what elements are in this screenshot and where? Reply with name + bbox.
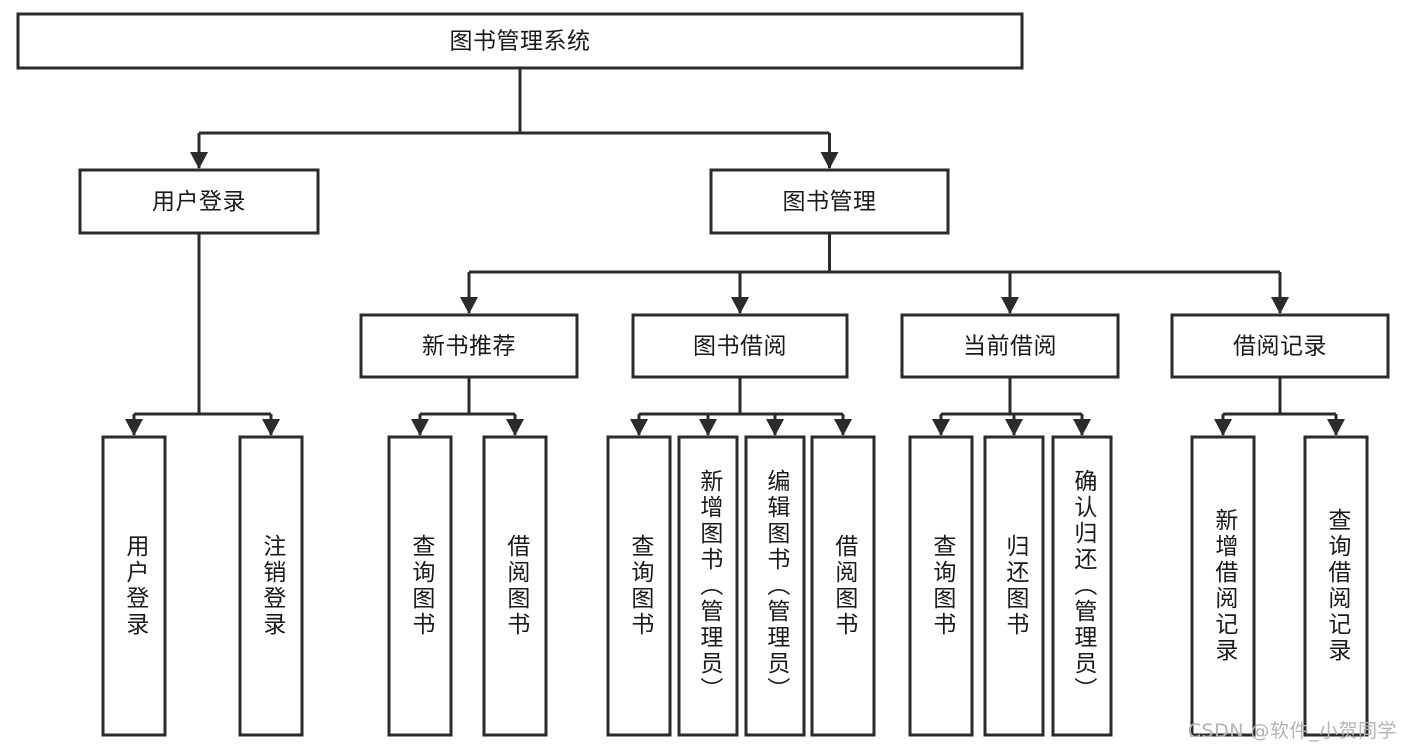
arrow-head-icon — [932, 419, 950, 436]
leaf-box-4[interactable] — [606, 435, 672, 737]
leaf-box-7[interactable] — [810, 435, 876, 737]
arrow-head-icon — [699, 419, 717, 436]
arrow-head-icon — [1001, 297, 1019, 314]
arrow-head-icon — [460, 297, 478, 314]
node-label-level3-1: 图书借阅 — [693, 334, 787, 360]
node-box-level2-0[interactable] — [78, 168, 320, 235]
arrow-head-icon — [1005, 419, 1023, 436]
node-box-level2-1[interactable] — [709, 168, 950, 235]
node-label-level2-0: 用户登录 — [152, 189, 246, 215]
arrow-head-icon — [834, 419, 852, 436]
node-box-level3-2[interactable] — [900, 313, 1120, 379]
arrow-head-icon — [766, 419, 784, 436]
arrow-head-icon — [1327, 419, 1345, 436]
watermark-text: CSDN @软件_小贺同学 — [1187, 720, 1397, 742]
arrow-head-icon — [1073, 419, 1091, 436]
node-label-level2-1: 图书管理 — [783, 189, 877, 215]
connector-lines-group — [125, 68, 1345, 436]
arrow-head-icon — [1214, 419, 1232, 436]
node-label-root: 图书管理系统 — [450, 29, 591, 55]
leaf-box-12[interactable] — [1303, 435, 1369, 737]
leaf-box-1[interactable] — [238, 435, 304, 737]
node-label-level3-2: 当前借阅 — [963, 334, 1057, 360]
leaf-box-2[interactable] — [387, 435, 453, 737]
node-box-level3-3[interactable] — [1170, 313, 1390, 379]
leaf-box-0[interactable] — [101, 435, 167, 737]
arrow-head-icon — [820, 152, 839, 169]
leaf-box-10[interactable] — [1051, 435, 1113, 737]
node-boxes-group — [16, 12, 1390, 737]
leaf-box-8[interactable] — [908, 435, 974, 737]
node-box-root[interactable] — [16, 12, 1024, 70]
arrow-head-icon — [411, 419, 429, 436]
arrow-head-icon — [630, 419, 648, 436]
node-box-level3-0[interactable] — [359, 313, 579, 379]
arrow-head-icon — [731, 297, 749, 314]
leaf-box-3[interactable] — [482, 435, 548, 737]
leaf-box-5[interactable] — [677, 435, 739, 737]
leaf-box-11[interactable] — [1190, 435, 1256, 737]
node-label-level3-0: 新书推荐 — [422, 334, 516, 360]
leaf-box-6[interactable] — [744, 435, 806, 737]
leaf-box-9[interactable] — [983, 435, 1045, 737]
arrow-head-icon — [190, 152, 208, 169]
arrow-head-icon — [125, 419, 143, 436]
arrow-head-icon — [262, 419, 280, 436]
arrow-head-icon — [506, 419, 524, 436]
node-box-level3-1[interactable] — [631, 313, 849, 379]
arrow-head-icon — [1271, 297, 1289, 314]
node-label-level3-3: 借阅记录 — [1233, 334, 1327, 360]
